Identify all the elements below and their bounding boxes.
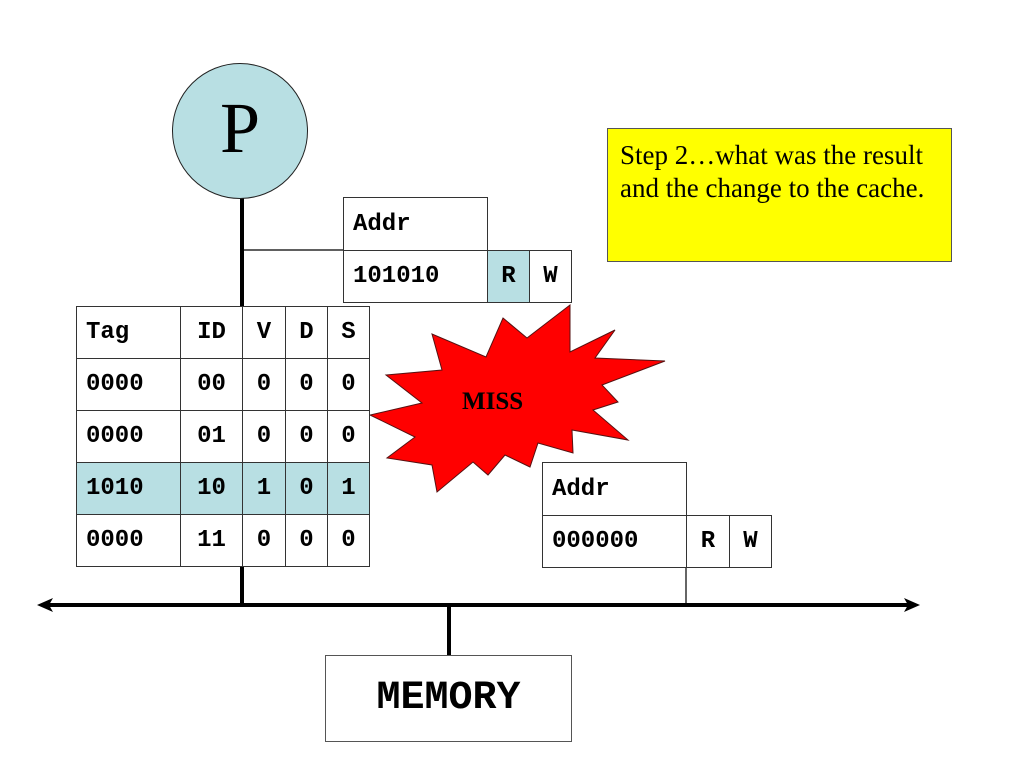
cache-row-2-tag: 1010 xyxy=(76,462,181,515)
cache-header-id: ID xyxy=(180,306,243,359)
cache-row-1-valid: 0 xyxy=(242,410,286,463)
memory-label: MEMORY xyxy=(376,676,521,721)
cache-row-0-shared: 0 xyxy=(327,358,370,411)
bus-arrow-right-icon xyxy=(904,598,920,612)
cache-row-0-id: 00 xyxy=(180,358,243,411)
cache-row-2-valid: 1 xyxy=(242,462,286,515)
request-bottom-read: R xyxy=(686,515,730,568)
memory-block: MEMORY xyxy=(325,655,572,742)
cache-row-3-tag: 0000 xyxy=(76,514,181,567)
cache-row-2-id: 10 xyxy=(180,462,243,515)
cache-row-1-dirty: 0 xyxy=(285,410,328,463)
cache-header-tag: Tag xyxy=(76,306,181,359)
cache-header-valid: V xyxy=(242,306,286,359)
cache-header-dirty: D xyxy=(285,306,328,359)
cache-row-0-valid: 0 xyxy=(242,358,286,411)
request-bottom-addr-value: 000000 xyxy=(542,515,687,568)
cache-row-1-shared: 0 xyxy=(327,410,370,463)
cache-row-3-shared: 0 xyxy=(327,514,370,567)
cache-row-2-shared: 1 xyxy=(327,462,370,515)
request-bottom-addr-header: Addr xyxy=(542,462,687,516)
miss-label: MISS xyxy=(462,388,524,415)
cache-row-3-id: 11 xyxy=(180,514,243,567)
miss-burst xyxy=(368,303,666,493)
processor-label: P xyxy=(219,88,261,168)
request-top-addr-value: 101010 xyxy=(343,250,488,303)
cache-row-3-valid: 0 xyxy=(242,514,286,567)
cache-header-shared: S xyxy=(327,306,370,359)
request-top-read: R xyxy=(487,250,530,303)
bus-arrow-left-icon xyxy=(37,598,53,612)
step-note: Step 2…what was the result and the chang… xyxy=(607,128,952,262)
cache-row-0-dirty: 0 xyxy=(285,358,328,411)
cache-row-1-tag: 0000 xyxy=(76,410,181,463)
cache-row-3-dirty: 0 xyxy=(285,514,328,567)
cache-row-0-tag: 0000 xyxy=(76,358,181,411)
cache-row-2-dirty: 0 xyxy=(285,462,328,515)
processor-node: P xyxy=(172,63,308,199)
request-top-write: W xyxy=(529,250,572,303)
request-top-addr-header: Addr xyxy=(343,197,488,251)
request-bottom-write: W xyxy=(729,515,772,568)
cache-row-1-id: 01 xyxy=(180,410,243,463)
